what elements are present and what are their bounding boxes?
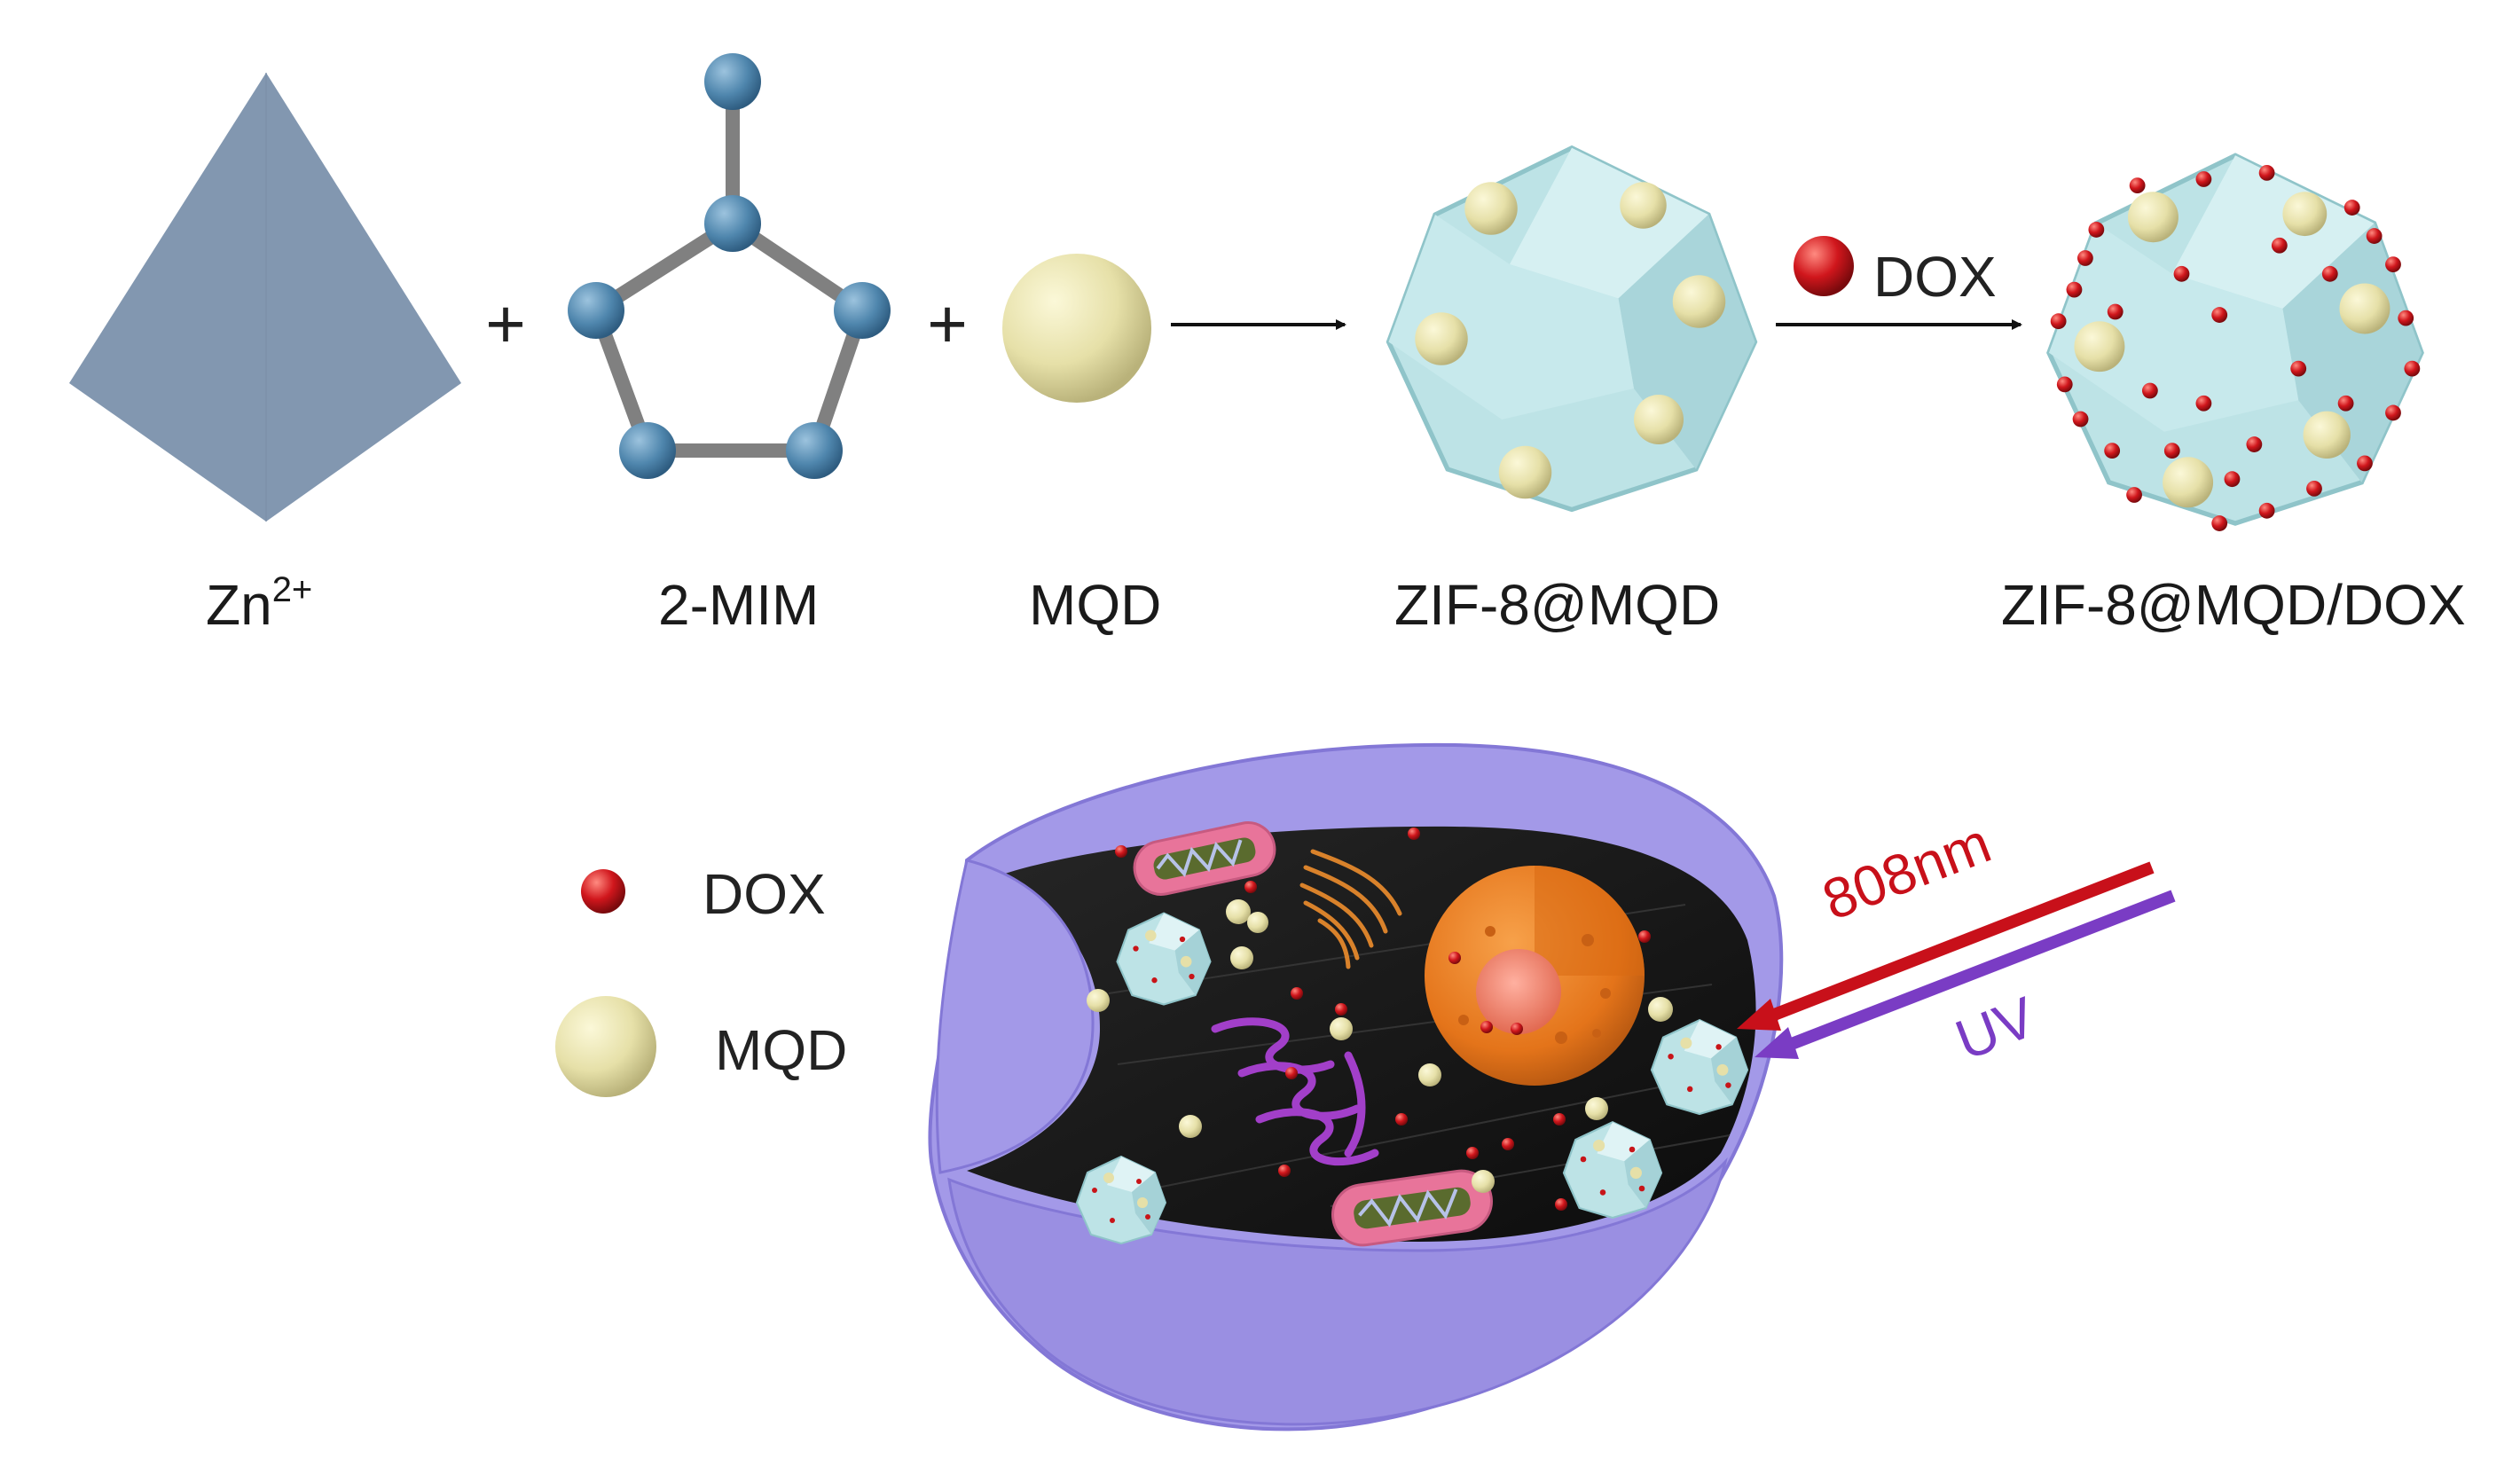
arrow-dox-label: DOX: [1873, 245, 1997, 309]
legend-mqd-label: MQD: [715, 1018, 847, 1082]
label-2-mim: 2-MIM: [658, 573, 820, 637]
zif8-mqd-dox-crystal: [2049, 155, 2422, 531]
mqd-sphere: [1002, 254, 1151, 403]
nir-beam-arrowhead: [1737, 999, 1781, 1031]
uv-beam: [1782, 890, 2176, 1053]
nir-beam: [1762, 861, 2155, 1024]
label-zn-charge: 2+: [271, 570, 313, 609]
legend-dox-label: DOX: [703, 862, 826, 926]
label-zn-base: Zn: [206, 573, 272, 637]
label-zn: Zn2+: [206, 572, 312, 633]
legend-mqd-icon: [555, 996, 656, 1097]
nir-label: 808nm: [1814, 811, 1998, 932]
uv-beam-arrowhead: [1755, 1027, 1799, 1059]
arrow-dox-icon: [1794, 236, 1854, 296]
legend-dox-icon: [581, 869, 625, 914]
mim-molecule: [568, 53, 891, 479]
plus-sign-1: +: [485, 285, 526, 363]
label-zif8-mqd: ZIF-8@MQD: [1394, 573, 1721, 637]
label-mqd: MQD: [1029, 573, 1162, 637]
plus-sign-2: +: [927, 285, 968, 363]
uv-label: UV: [1947, 984, 2044, 1072]
cell-illustration: [928, 742, 1784, 1432]
label-zif8-mqd-dox: ZIF-8@MQD/DOX: [2001, 573, 2466, 637]
zif8-mqd-crystal: [1389, 148, 1755, 510]
